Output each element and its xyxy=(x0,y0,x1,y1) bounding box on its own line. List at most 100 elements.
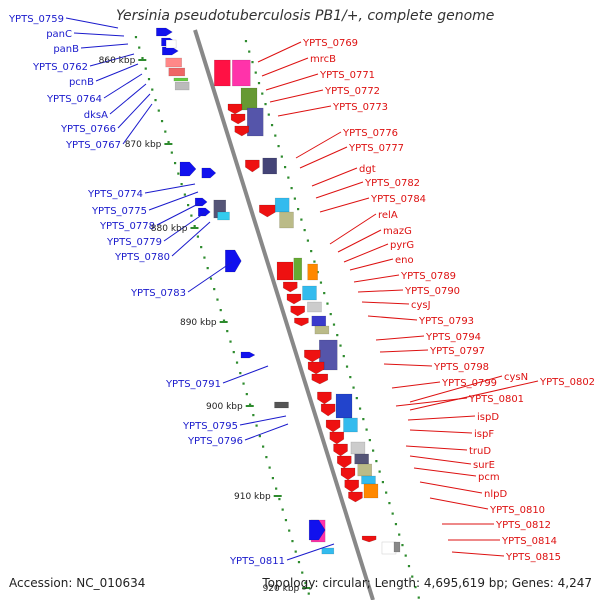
left-gene-label: YPTS_0767 xyxy=(65,140,121,151)
right-leader-line xyxy=(295,131,342,159)
right-track-dot xyxy=(368,439,371,442)
right-leader-line xyxy=(349,258,394,271)
gene-block xyxy=(335,393,353,419)
gene-arrow xyxy=(333,443,348,457)
gene-arrow xyxy=(325,419,341,433)
left-track-dot xyxy=(196,235,200,238)
scale-label: 860 kbp xyxy=(99,56,136,66)
right-track-dot xyxy=(310,250,313,253)
left-track-dot xyxy=(173,162,177,165)
right-track-dot xyxy=(388,502,391,505)
right-track-dot xyxy=(398,533,401,536)
left-leader-line xyxy=(117,93,151,129)
gene-arrow xyxy=(344,479,359,493)
right-gene-label: YPTS_0793 xyxy=(418,316,474,327)
left-leader-line xyxy=(73,32,125,37)
right-track-dot xyxy=(349,376,352,379)
right-track-dot xyxy=(257,82,261,85)
right-gene-label: YPTS_0790 xyxy=(404,286,460,297)
left-leader-line xyxy=(65,17,119,29)
right-track-dot xyxy=(313,260,316,263)
right-gene-label: ispD xyxy=(477,412,499,423)
gene-block xyxy=(293,257,303,281)
left-track-dot xyxy=(216,298,219,301)
right-gene-label: truD xyxy=(469,446,491,457)
left-track-dot xyxy=(232,351,235,354)
right-leader-line xyxy=(357,289,404,293)
right-leader-line xyxy=(409,455,472,465)
right-gene-label: YPTS_0801 xyxy=(468,394,524,405)
left-gene-label: YPTS_0779 xyxy=(106,237,162,248)
right-gene-label: eno xyxy=(395,255,414,266)
gene-arrow xyxy=(329,431,345,445)
left-track-dot xyxy=(278,498,281,501)
left-gene-label: YPTS_0795 xyxy=(182,421,238,432)
scale-label: 900 kbp xyxy=(206,402,243,412)
left-track-dot xyxy=(245,393,248,396)
left-track-dot xyxy=(301,571,304,574)
right-track-dot xyxy=(407,565,411,568)
right-gene-label: nlpD xyxy=(484,489,507,500)
left-leader-line xyxy=(239,415,287,426)
right-gene-label: cysN xyxy=(504,372,528,383)
right-gene-label: YPTS_0784 xyxy=(370,194,426,205)
scale-label: 870 kbp xyxy=(125,140,162,150)
right-track-dot xyxy=(267,113,270,116)
gene-block xyxy=(307,301,322,313)
left-leader-line xyxy=(109,83,147,115)
right-leader-line xyxy=(391,381,441,389)
left-leader-line xyxy=(89,53,135,67)
right-track-dot xyxy=(336,334,339,337)
right-gene-label: pyrG xyxy=(390,240,414,251)
left-track-dot xyxy=(235,361,239,364)
right-leader-line xyxy=(311,167,358,187)
right-leader-line xyxy=(413,467,477,477)
gene-block xyxy=(279,211,294,229)
gene-arrow xyxy=(201,167,217,179)
gene-block xyxy=(173,77,189,82)
right-track-dot xyxy=(303,229,306,232)
left-track-dot xyxy=(252,414,255,417)
left-track-dot xyxy=(291,540,294,543)
left-track-dot xyxy=(271,477,274,480)
left-leader-line xyxy=(222,365,269,384)
right-leader-line xyxy=(405,445,468,451)
gene-arrow xyxy=(308,519,326,541)
right-leader-line xyxy=(409,375,503,403)
gene-block xyxy=(246,107,264,137)
right-track-dot xyxy=(323,292,326,295)
left-gene-label: panC xyxy=(46,29,72,40)
gene-block xyxy=(314,325,330,335)
gene-block xyxy=(357,463,373,477)
right-track-dot xyxy=(261,92,264,95)
right-leader-line xyxy=(395,397,468,407)
left-gene-label: YPTS_0774 xyxy=(87,189,143,200)
right-gene-label: YPTS_0812 xyxy=(495,520,551,531)
right-track-dot xyxy=(280,155,283,158)
gene-arrow xyxy=(320,403,336,417)
genome-stats-text: Topology: circular; Length: 4,695,619 bp… xyxy=(262,576,592,590)
left-track-dot xyxy=(255,424,258,427)
left-leader-line xyxy=(171,221,211,257)
right-gene-label: YPTS_0769 xyxy=(302,38,358,49)
right-track-dot xyxy=(385,491,388,494)
right-gene-label: YPTS_0798 xyxy=(433,362,489,373)
left-track-dot xyxy=(160,120,164,123)
gene-arrow xyxy=(307,361,325,375)
gene-arrow xyxy=(294,317,309,327)
backbone-line xyxy=(193,29,375,600)
left-track-dot xyxy=(200,246,203,249)
gene-arrow xyxy=(282,281,298,293)
right-track-dot xyxy=(404,554,407,557)
left-track-dot xyxy=(206,267,209,270)
right-gene-label: YPTS_0797 xyxy=(429,346,485,357)
left-track-dot xyxy=(268,466,271,469)
right-track-dot xyxy=(248,50,251,53)
right-track-dot xyxy=(326,302,329,305)
gene-arrow xyxy=(245,159,260,173)
right-track-dot xyxy=(319,281,323,284)
gene-labels: YPTS_0759panCpanBYPTS_0762pcnBYPTS_0764d… xyxy=(8,14,595,567)
left-gene-label: YPTS_0764 xyxy=(46,94,102,105)
gene-arrow xyxy=(234,125,250,137)
right-gene-label: mrcB xyxy=(310,54,336,65)
